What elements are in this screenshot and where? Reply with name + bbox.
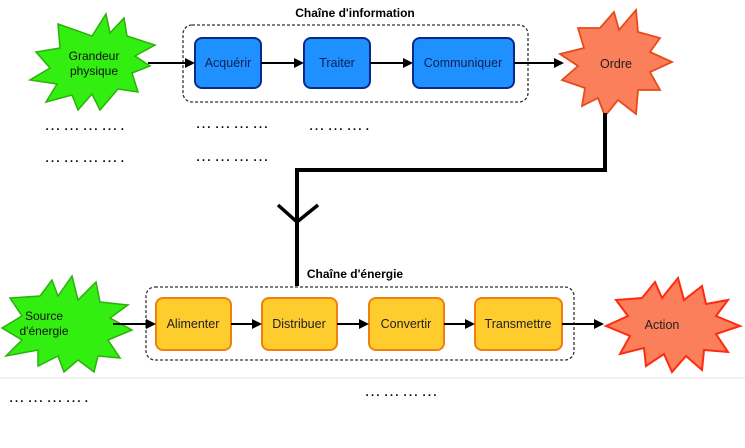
grandeur-physique-label-line1: Grandeur	[69, 49, 120, 63]
action-burst	[603, 275, 743, 374]
blank-3: …………	[195, 113, 271, 132]
ordre-label: Ordre	[600, 57, 632, 71]
source-energie-label-line2: d'énergie	[20, 324, 69, 338]
blank-1: ………….	[44, 115, 127, 134]
source-energie-label-line1: Source	[25, 309, 63, 323]
blank-5: ……….	[308, 115, 372, 134]
grandeur-physique-burst	[27, 12, 157, 112]
grandeur-physique-label-line2: physique	[70, 64, 118, 78]
blank-4: …………	[195, 146, 271, 165]
ordre-burst	[557, 7, 675, 118]
blank-6: ………….	[8, 387, 91, 406]
distribuer-label: Distribuer	[272, 317, 326, 331]
communiquer-label: Communiquer	[424, 56, 503, 70]
ordre-connector-arrowhead	[276, 203, 320, 225]
convertir-label: Convertir	[381, 317, 432, 331]
info-chain-title: Chaîne d'information	[295, 6, 415, 20]
source-energie-burst	[0, 274, 134, 374]
blank-2: ………….	[44, 147, 127, 166]
alimenter-label: Alimenter	[167, 317, 220, 331]
transmettre-label: Transmettre	[485, 317, 552, 331]
energy-chain-title: Chaîne d'énergie	[307, 267, 404, 281]
action-label: Action	[645, 318, 680, 332]
traiter-label: Traiter	[319, 56, 355, 70]
acquerir-label: Acquérir	[205, 56, 252, 70]
blank-7: …………	[364, 381, 440, 400]
ordre-connector-line	[295, 113, 607, 286]
